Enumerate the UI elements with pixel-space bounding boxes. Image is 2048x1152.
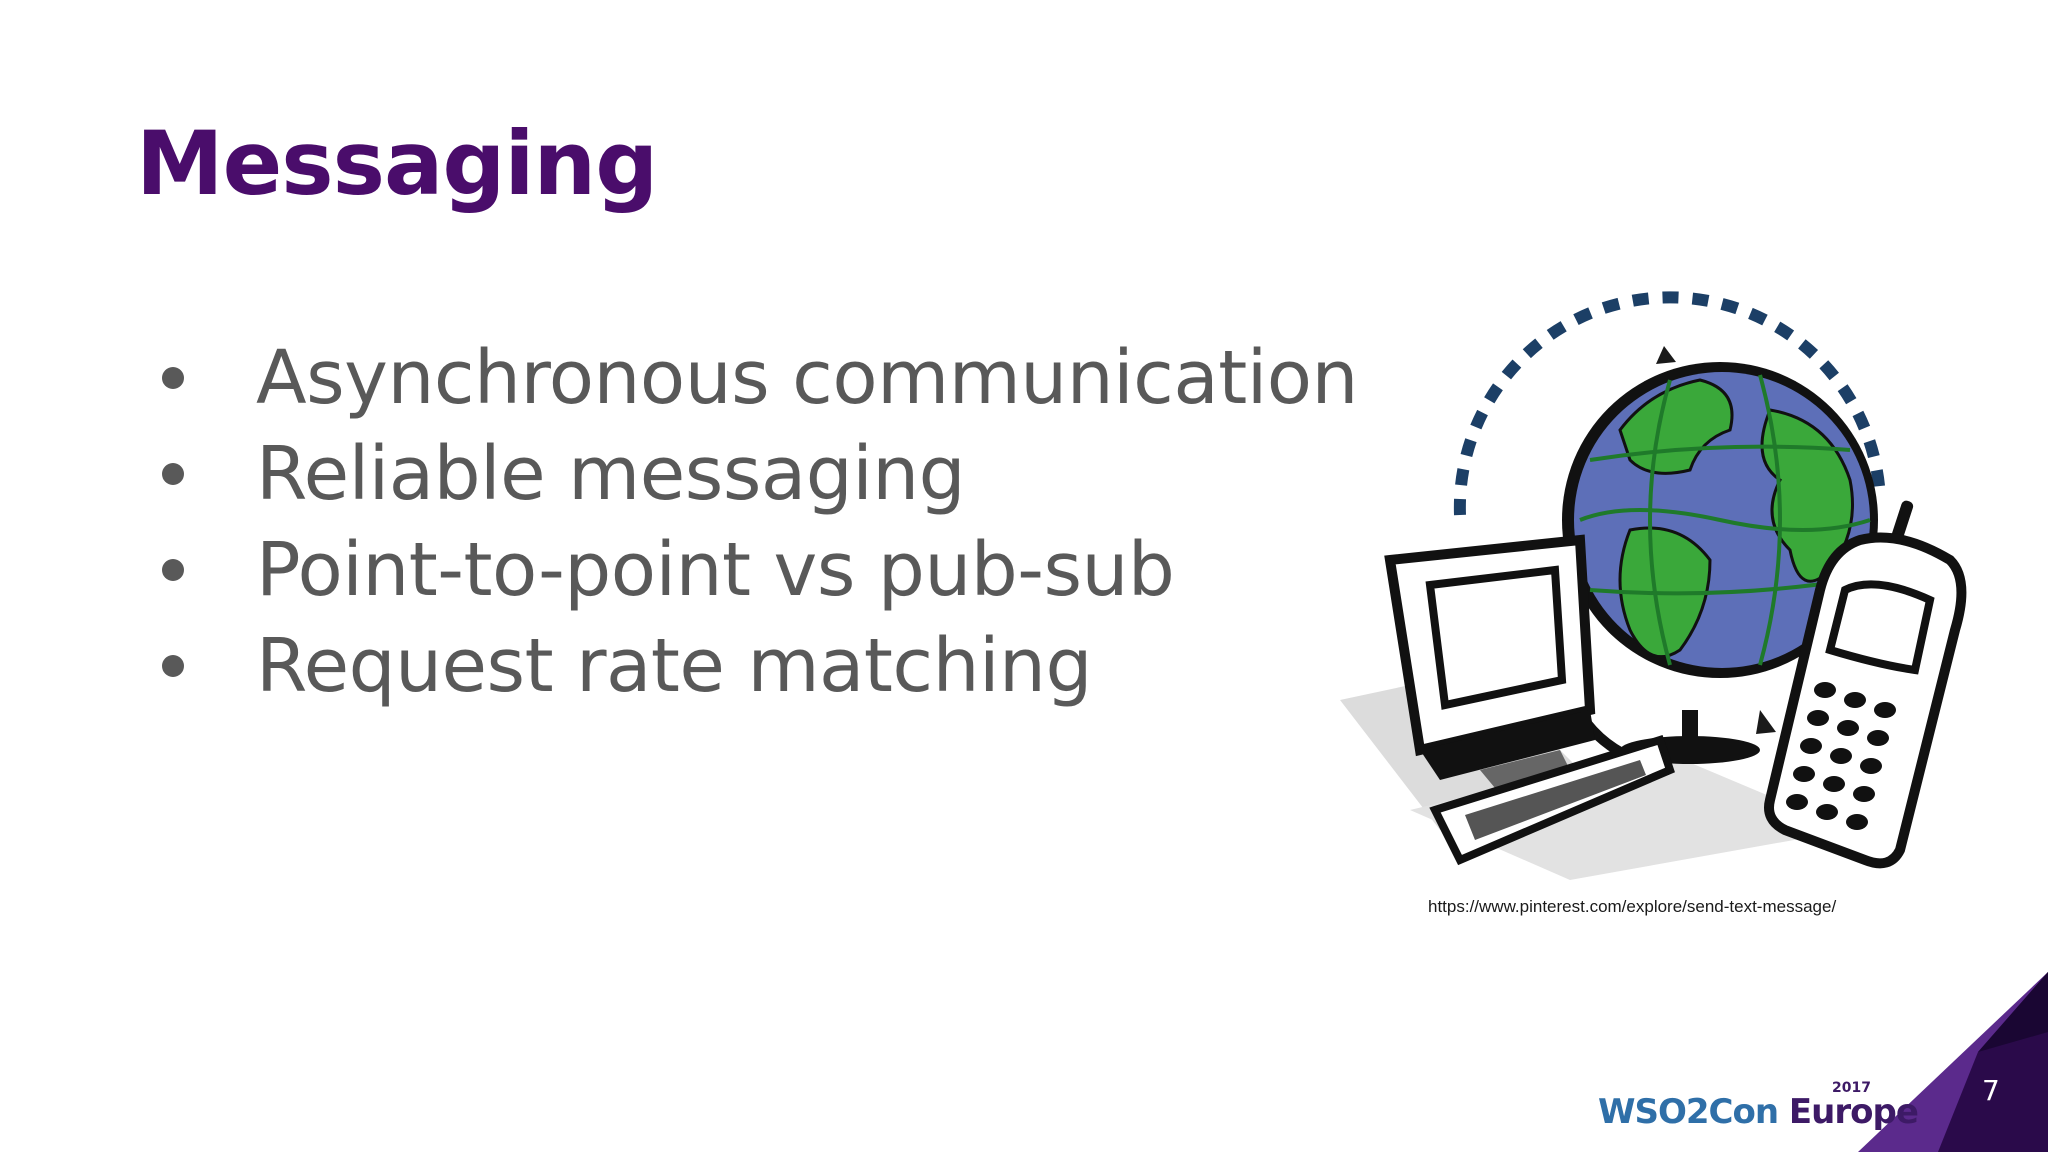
bullet-text: Reliable messaging [256, 431, 966, 517]
bullet-text: Point-to-point vs pub-sub [256, 527, 1175, 613]
bullet-dot-icon [162, 463, 184, 485]
slide-title: Messaging [136, 112, 658, 215]
bullet-item: Point-to-point vs pub-sub [150, 522, 1358, 618]
logo-event: Europe [1788, 1092, 1919, 1132]
globe-icon [1555, 362, 1878, 775]
keyboard-icon [1429, 735, 1675, 866]
bullet-list: Asynchronous communication Reliable mess… [150, 330, 1358, 714]
logo-text: WSO2Con Europe [1598, 1092, 1919, 1132]
circular-arrows-icon [1453, 291, 1886, 734]
mobile-phone-icon [1764, 500, 1967, 869]
image-credit-url: https://www.pinterest.com/explore/send-t… [1428, 897, 1837, 916]
computer-monitor-icon [1384, 534, 1596, 788]
wso2con-europe-logo: WSO2Con Europe 2017 [1598, 1080, 1919, 1150]
corner-decoration [1858, 972, 2048, 1152]
bullet-text: Asynchronous communication [256, 335, 1358, 421]
bullet-item: Request rate matching [150, 618, 1358, 714]
bullet-dot-icon [162, 559, 184, 581]
bullet-text: Request rate matching [256, 623, 1092, 709]
logo-year: 2017 [1832, 1080, 1871, 1096]
page-number: 7 [1982, 1074, 2000, 1107]
bullet-item: Reliable messaging [150, 426, 1358, 522]
logo-brand: WSO2Con [1598, 1092, 1779, 1132]
bullet-dot-icon [162, 655, 184, 677]
bullet-item: Asynchronous communication [150, 330, 1358, 426]
bullet-dot-icon [162, 367, 184, 389]
messaging-illustration [1340, 291, 1967, 880]
